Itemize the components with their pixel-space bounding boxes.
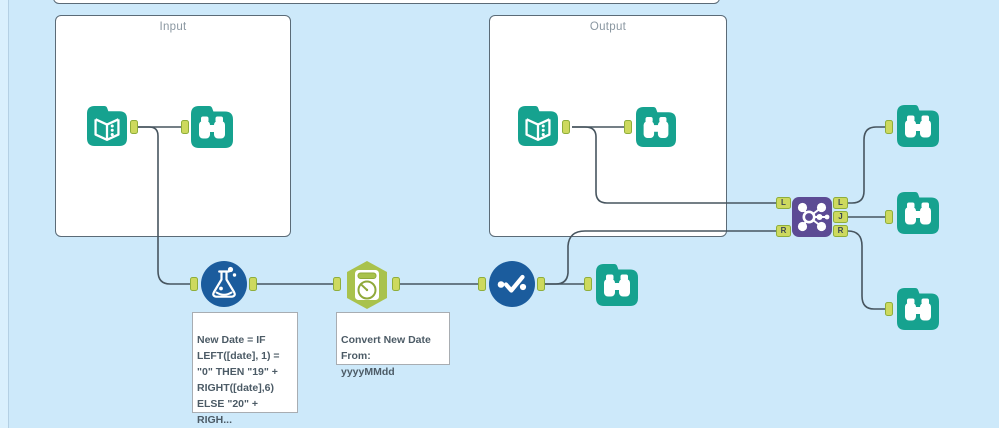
browse-tool[interactable] bbox=[636, 106, 676, 148]
input-data-tool[interactable] bbox=[87, 105, 127, 147]
select-tool[interactable] bbox=[489, 261, 535, 307]
datetime-tool[interactable] bbox=[344, 260, 390, 310]
browse-icon bbox=[897, 105, 939, 147]
join-left-anchor-l[interactable]: L bbox=[776, 197, 791, 209]
output-anchor[interactable] bbox=[392, 277, 400, 291]
input-data-icon bbox=[87, 105, 127, 147]
join-right-anchor-r[interactable]: R bbox=[833, 225, 848, 237]
container-input-label: Input bbox=[159, 21, 187, 33]
datetime-annotation-text: Convert New Date From: yyyyMMdd bbox=[341, 334, 431, 378]
input-anchor[interactable] bbox=[885, 302, 893, 316]
input-anchor[interactable] bbox=[624, 120, 632, 134]
datetime-icon bbox=[344, 260, 390, 310]
container-partial-top[interactable] bbox=[53, 0, 720, 4]
join-left-anchor-r[interactable]: R bbox=[776, 225, 791, 237]
browse-icon bbox=[636, 106, 676, 148]
formula-annotation[interactable]: New Date = IF LEFT([date], 1) = "0" THEN… bbox=[192, 312, 298, 426]
input-data-tool[interactable] bbox=[518, 105, 558, 147]
container-output-label: Output bbox=[589, 21, 627, 33]
datetime-annotation[interactable]: Convert New Date From: yyyyMMdd bbox=[336, 312, 450, 378]
browse-icon bbox=[596, 264, 638, 306]
input-anchor[interactable] bbox=[584, 277, 592, 291]
browse-icon bbox=[897, 288, 939, 330]
output-anchor[interactable] bbox=[537, 277, 545, 291]
join-right-anchor-j[interactable]: J bbox=[833, 211, 848, 223]
canvas-edge-strip bbox=[0, 0, 9, 428]
output-anchor[interactable] bbox=[249, 277, 257, 291]
output-anchor[interactable] bbox=[562, 120, 570, 134]
browse-tool[interactable] bbox=[897, 192, 939, 234]
input-data-icon bbox=[518, 105, 558, 147]
browse-icon bbox=[897, 192, 939, 234]
browse-tool[interactable] bbox=[897, 105, 939, 147]
select-icon bbox=[489, 261, 535, 307]
formula-tool[interactable] bbox=[201, 261, 247, 307]
browse-tool[interactable] bbox=[897, 288, 939, 330]
join-right-anchor-l[interactable]: L bbox=[833, 197, 848, 209]
input-anchor[interactable] bbox=[333, 277, 341, 291]
browse-icon bbox=[191, 106, 233, 148]
input-anchor[interactable] bbox=[478, 277, 486, 291]
browse-tool[interactable] bbox=[191, 106, 233, 148]
input-anchor[interactable] bbox=[885, 120, 893, 134]
input-anchor[interactable] bbox=[181, 120, 189, 134]
browse-tool[interactable] bbox=[596, 264, 638, 306]
output-anchor[interactable] bbox=[130, 120, 138, 134]
input-anchor[interactable] bbox=[885, 210, 893, 224]
formula-annotation-text: New Date = IF LEFT([date], 1) = "0" THEN… bbox=[197, 334, 280, 426]
join-tool[interactable] bbox=[792, 197, 832, 237]
join-icon bbox=[792, 197, 832, 237]
input-anchor[interactable] bbox=[190, 277, 198, 291]
formula-icon bbox=[201, 261, 247, 307]
